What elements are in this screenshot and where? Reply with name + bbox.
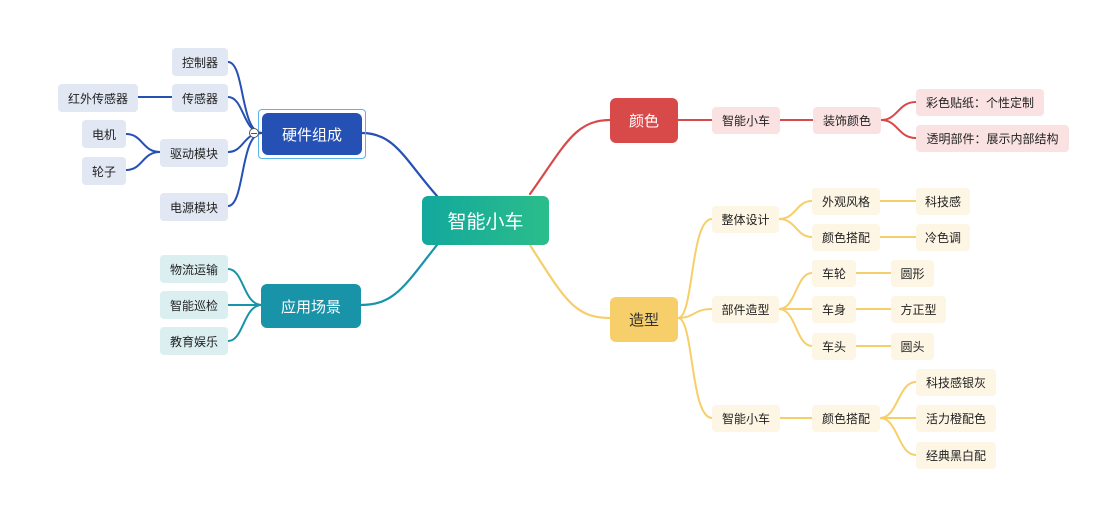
body-part-node[interactable]: 车身	[812, 296, 856, 323]
shape-car-node[interactable]: 智能小车	[712, 405, 780, 432]
ir-sensor-node[interactable]: 红外传感器	[58, 84, 138, 112]
silver-node[interactable]: 科技感银灰	[916, 369, 996, 396]
color-match2-node[interactable]: 颜色搭配	[812, 405, 880, 432]
hardware-node[interactable]: 硬件组成	[262, 113, 362, 155]
link-drive-motor	[125, 133, 161, 153]
link-overall-colormatch	[778, 218, 813, 238]
link-shape-car	[677, 317, 713, 419]
root-node[interactable]: 智能小车	[422, 196, 549, 245]
collapse-toggle-icon[interactable]	[249, 128, 259, 138]
color-car-node[interactable]: 智能小车	[712, 107, 780, 134]
decor-color-node[interactable]: 装饰颜色	[813, 107, 881, 134]
inspection-node[interactable]: 智能巡检	[160, 291, 228, 319]
wheel-node[interactable]: 轮子	[82, 157, 126, 185]
link-root-color	[528, 118, 612, 196]
link-decor-sticker	[880, 101, 917, 121]
overall-design-node[interactable]: 整体设计	[712, 206, 779, 233]
link-decor-transparent	[880, 119, 917, 139]
link-app-education	[227, 304, 263, 342]
controller-node[interactable]: 控制器	[172, 48, 228, 76]
sticker-node[interactable]: 彩色贴纸：个性定制	[916, 89, 1044, 116]
motor-node[interactable]: 电机	[82, 120, 126, 148]
transparent-node[interactable]: 透明部件：展示内部结构	[916, 125, 1069, 152]
application-node[interactable]: 应用场景	[261, 284, 361, 328]
parts-shape-node[interactable]: 部件造型	[712, 296, 779, 323]
sensor-node[interactable]: 传感器	[172, 84, 228, 112]
link-root-shape	[528, 243, 612, 320]
shape-node[interactable]: 造型	[610, 297, 678, 342]
tech-feel-node[interactable]: 科技感	[916, 188, 970, 215]
square-node[interactable]: 方正型	[891, 296, 946, 323]
link-shape-overall	[677, 218, 713, 319]
power-module-node[interactable]: 电源模块	[160, 193, 228, 221]
link-drive-wheel	[125, 151, 161, 171]
appearance-style-node[interactable]: 外观风格	[812, 188, 880, 215]
link-shape-parts	[677, 308, 713, 319]
drive-module-node[interactable]: 驱动模块	[160, 139, 228, 167]
head-part-node[interactable]: 车头	[812, 333, 856, 360]
logistics-node[interactable]: 物流运输	[160, 255, 228, 283]
link-overall-appearance	[778, 200, 813, 220]
link-parts-wheel	[778, 272, 813, 310]
orange-node[interactable]: 活力橙配色	[916, 405, 996, 432]
link-parts-head	[778, 308, 813, 347]
link-root-hardware	[360, 131, 439, 198]
color-match-node[interactable]: 颜色搭配	[812, 224, 880, 251]
link-root-application	[359, 243, 439, 307]
link-colormatch2-silver	[879, 381, 917, 419]
black-white-node[interactable]: 经典黑白配	[916, 442, 996, 469]
education-node[interactable]: 教育娱乐	[160, 327, 228, 355]
link-hardware-power	[227, 132, 263, 207]
link-app-logistics	[227, 268, 263, 306]
rounded-head-node[interactable]: 圆头	[891, 333, 934, 360]
wheel-part-node[interactable]: 车轮	[812, 260, 856, 287]
color-node[interactable]: 颜色	[610, 98, 678, 143]
round-node[interactable]: 圆形	[891, 260, 934, 287]
cool-tone-node[interactable]: 冷色调	[916, 224, 970, 251]
link-colormatch2-bw	[879, 417, 917, 456]
